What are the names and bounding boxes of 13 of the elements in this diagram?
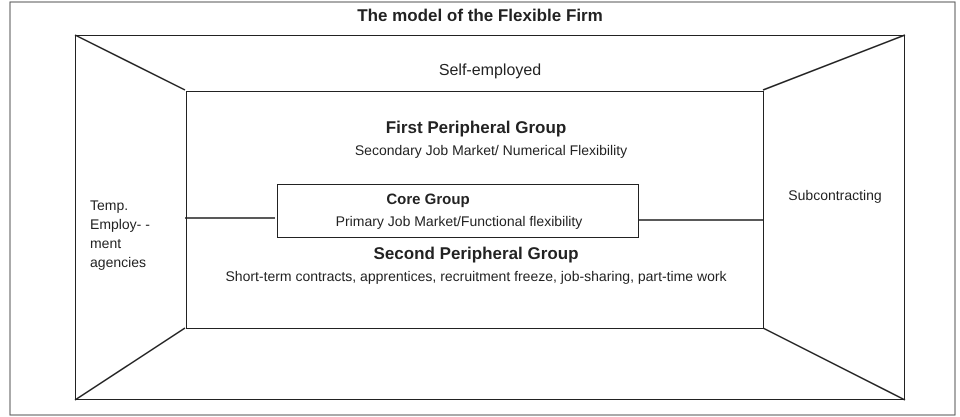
outer-frame	[75, 35, 905, 400]
inner-rectangle	[186, 91, 764, 329]
group-heading: Core Group	[385, 191, 471, 208]
band-label: Self-employed	[438, 62, 542, 80]
group-description: Short-term contracts, apprentices, recruitment freeze, job-sharing, part-time work	[224, 268, 728, 284]
core-box	[277, 184, 639, 238]
group-description: Primary Job Market/Functional flexibility	[334, 213, 584, 230]
group-description: Secondary Job Market/ Numerical Flexibility	[354, 142, 628, 158]
band-label: Temp. Employ- -ment agencies	[90, 196, 151, 272]
diagram-title: The model of the Flexible Firm	[356, 6, 604, 26]
band-label: Subcontracting	[787, 187, 883, 204]
group-heading: Second Peripheral Group	[372, 244, 580, 264]
group-heading: First Peripheral Group	[384, 118, 568, 138]
